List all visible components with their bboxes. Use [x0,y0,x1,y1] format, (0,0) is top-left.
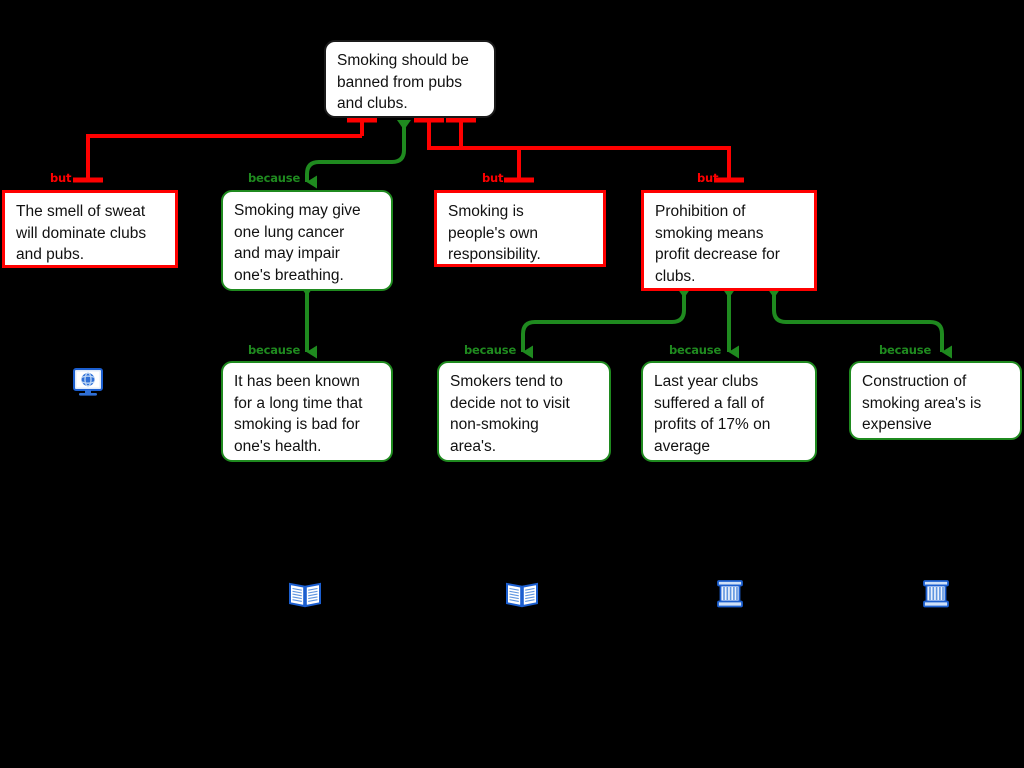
edge-label-but-profit-decrease: but [697,171,719,185]
monitor-globe-icon[interactable] [71,365,105,399]
edge-label-because-smokers-avoid: because [464,343,517,357]
open-book-icon-1[interactable] [288,577,322,611]
node-support-profit-fall-17-percent[interactable]: Last year clubs suffered a fall of profi… [641,361,817,462]
node-objection-profit-decrease[interactable]: Prohibition of smoking means profit decr… [641,190,817,291]
node-support-lung-cancer[interactable]: Smoking may give one lung cancer and may… [221,190,393,291]
node-root-claim[interactable]: Smoking should be banned from pubs and c… [324,40,496,118]
node-support-smokers-avoid-venues[interactable]: Smokers tend to decide not to visit non-… [437,361,611,462]
edge-label-but-responsibility: but [482,171,504,185]
edge-label-because-known-long-time: because [248,343,301,357]
edge-label-because-profit-fall: because [669,343,722,357]
support-edge-n4-to-n7 [722,288,739,359]
support-edge-n4-to-n6 [521,288,691,359]
edge-label-because-construction-cost: because [879,343,932,357]
support-edge-root-to-n2 [305,120,411,189]
objection-edge-root-to-n1 [73,117,377,183]
node-support-known-long-time[interactable]: It has been known for a long time that s… [221,361,393,462]
edge-label-because-lung-cancer: because [248,171,301,185]
pillar-icon-1[interactable] [713,577,747,611]
edge-label-but-smell: but [50,171,72,185]
open-book-icon-2[interactable] [505,577,539,611]
node-objection-own-responsibility[interactable]: Smoking is people's own responsibility. [434,190,606,267]
node-support-construction-expensive[interactable]: Construction of smoking area's is expens… [849,361,1022,440]
node-objection-smell-of-sweat[interactable]: The smell of sweat will dominate clubs a… [2,190,178,268]
pillar-icon-2[interactable] [919,577,953,611]
objection-edge-root-to-n3 [414,117,534,183]
support-edge-n2-to-n5 [300,286,317,359]
